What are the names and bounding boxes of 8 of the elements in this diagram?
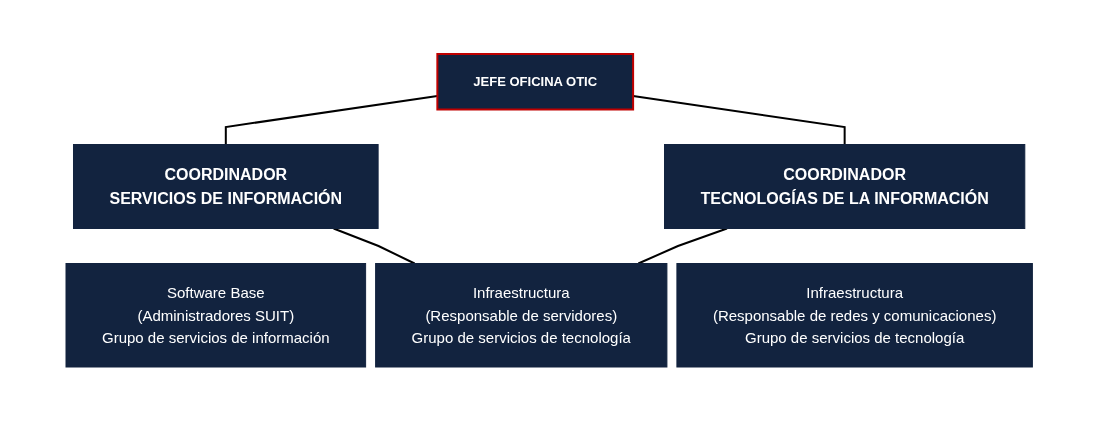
org-box: Infraestructura (Responsable de redes y comunicaciones) Grupo de servicios de tecnología — [676, 263, 1033, 368]
org-box: Infraestructura (Responsable de servidores) Grupo de servicios de tecnología — [374, 263, 668, 368]
org-box: Software Base (Administradores SUIT) Grupo de servicios de información — [65, 263, 366, 368]
org-box: COORDINADOR SERVICIOS DE INFORMACIÓN — [72, 144, 379, 229]
org-box: JEFE OFICINA OTIC — [436, 53, 634, 111]
connector-line — [332, 227, 416, 265]
org-box: COORDINADOR TECNOLOGÍAS DE LA INFORMACIÓN — [663, 144, 1026, 229]
connector-line — [637, 227, 728, 265]
